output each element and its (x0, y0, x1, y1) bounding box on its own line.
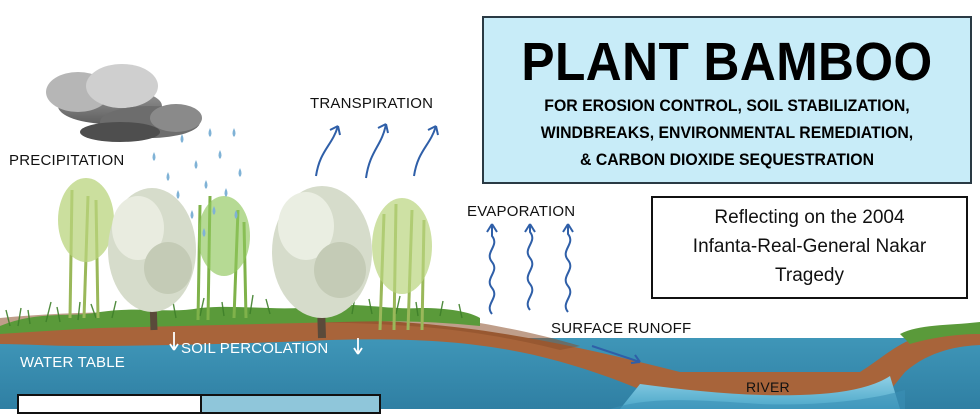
soil-percolation-label: SOIL PERCOLATION (181, 340, 329, 357)
river-label: RIVER (746, 379, 790, 395)
subtitle-line-2: WINDBREAKS, ENVIRONMENTAL REMEDIATION, (540, 123, 914, 142)
bamboo-right (372, 198, 432, 331)
evaporation-label: EVAPORATION (467, 203, 576, 220)
water-table-label: WATER TABLE (20, 354, 125, 371)
reflection-note-box: Reflecting on the 2004 Infanta-Real-Gene… (651, 196, 968, 299)
transpiration-label: TRANSPIRATION (310, 95, 434, 112)
inset-panel-right (200, 394, 381, 414)
grass (0, 304, 480, 334)
subtitle-line-1: FOR EROSION CONTROL, SOIL STABILIZATION, (544, 96, 910, 115)
surface-runoff-arrow-icon (591, 345, 641, 364)
tree-right (272, 186, 372, 339)
title-box: PLANT BAMBOO FOR EROSION CONTROL, SOIL S… (482, 16, 972, 184)
surface-runoff-label: SURFACE RUNOFF (551, 320, 692, 337)
soil-layer (0, 317, 980, 398)
page-title: PLANT BAMBOO (521, 32, 933, 92)
evaporation-arrows-icon (486, 223, 574, 315)
bamboo-left (58, 178, 114, 319)
note-line-3: Tragedy (775, 265, 844, 286)
bamboo-mid-left (196, 195, 250, 321)
cloud-icon (46, 64, 202, 142)
raindrops-icon (152, 128, 242, 237)
subtitle-line-3: & CARBON DIOXIDE SEQUESTRATION (580, 150, 874, 169)
note-line-1: Reflecting on the 2004 (714, 207, 905, 228)
note-line-2: Infanta-Real-General Nakar (692, 236, 927, 257)
transpiration-arrows-icon (315, 123, 439, 179)
tree-left (108, 188, 196, 331)
percolation-arrows-icon (169, 332, 363, 355)
precipitation-label: PRECIPITATION (9, 152, 125, 169)
